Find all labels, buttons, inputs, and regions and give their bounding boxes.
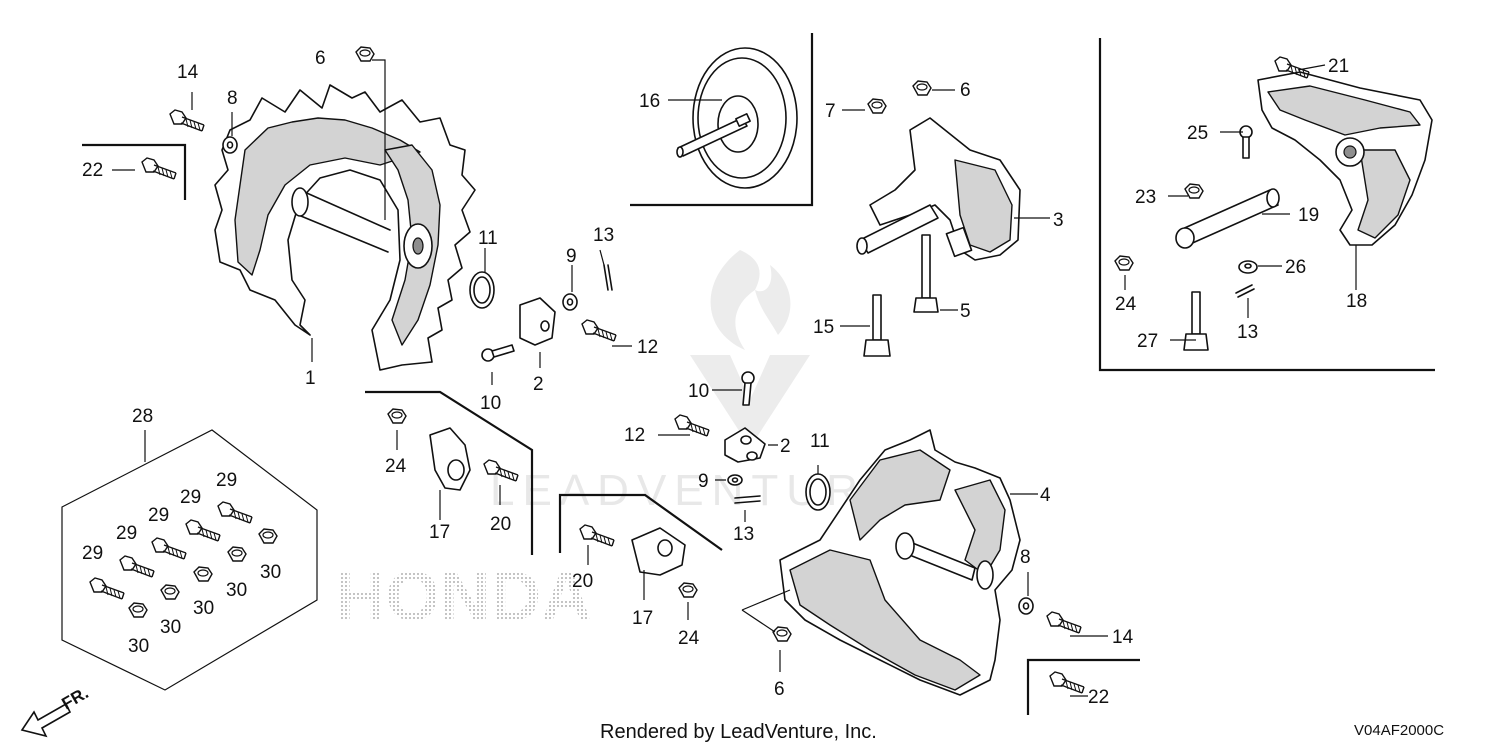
callout-5[interactable]: 5 <box>960 301 971 322</box>
group-frames <box>61 33 1435 715</box>
callout-29-a[interactable]: 29 <box>216 470 237 491</box>
part-ring-upper <box>469 271 495 309</box>
callout-29-b[interactable]: 29 <box>180 487 201 508</box>
callout-8-left[interactable]: 8 <box>227 88 238 109</box>
fastener-vertical-bolts <box>863 234 1209 357</box>
callout-2-right[interactable]: 2 <box>780 436 791 457</box>
callout-29-e[interactable]: 29 <box>82 543 103 564</box>
part-washers <box>222 136 1258 615</box>
watermark-flame-icon <box>710 250 791 350</box>
callout-labels: 1 2 2 3 4 5 6 6 6 7 8 8 9 9 10 10 11 11 … <box>82 48 1367 708</box>
callout-30-c[interactable]: 30 <box>193 598 214 619</box>
callout-8-right[interactable]: 8 <box>1020 547 1031 568</box>
part-clip-right <box>724 427 766 463</box>
part-cover <box>1257 71 1433 246</box>
callout-14-right[interactable]: 14 <box>1112 627 1134 648</box>
callout-17-upper[interactable]: 17 <box>429 522 450 543</box>
part-pin-lower <box>741 371 755 406</box>
callout-15[interactable]: 15 <box>813 317 834 338</box>
callout-14-left[interactable]: 14 <box>177 62 199 83</box>
callout-12-left[interactable]: 12 <box>637 337 658 358</box>
watermark-brand: HONDA <box>335 557 592 635</box>
callout-9-left[interactable]: 9 <box>566 246 577 267</box>
callout-28[interactable]: 28 <box>132 406 153 427</box>
callout-11-right[interactable]: 11 <box>810 431 830 452</box>
callout-16[interactable]: 16 <box>639 91 660 112</box>
part-tine-left <box>214 84 476 371</box>
callout-24-lower[interactable]: 24 <box>678 628 700 649</box>
part-stopper-upper <box>429 427 471 491</box>
callout-22-left[interactable]: 22 <box>82 160 103 181</box>
part-wheel <box>676 47 798 189</box>
callout-24-upper[interactable]: 24 <box>385 456 407 477</box>
part-pin-tube <box>1175 188 1280 249</box>
callout-6-right[interactable]: 6 <box>774 679 785 700</box>
callout-10-left[interactable]: 10 <box>480 393 501 414</box>
callout-4[interactable]: 4 <box>1040 485 1051 506</box>
watermark: LEADVENTURE HONDA <box>335 250 895 635</box>
callout-30-d[interactable]: 30 <box>160 617 181 638</box>
callout-30-a[interactable]: 30 <box>260 562 281 583</box>
callout-10-right[interactable]: 10 <box>688 381 709 402</box>
callout-29-d[interactable]: 29 <box>116 523 137 544</box>
callout-1[interactable]: 1 <box>305 368 316 389</box>
callout-20-lower[interactable]: 20 <box>572 571 593 592</box>
leader-lines <box>112 59 1357 697</box>
callout-13-right[interactable]: 13 <box>733 524 754 545</box>
callout-18[interactable]: 18 <box>1346 291 1367 312</box>
part-clip-left <box>519 297 556 346</box>
callout-23[interactable]: 23 <box>1135 187 1156 208</box>
callout-27[interactable]: 27 <box>1137 331 1158 352</box>
part-cotter-pins <box>603 264 1255 504</box>
callout-13-left[interactable]: 13 <box>593 225 614 246</box>
callout-30-b[interactable]: 30 <box>226 580 247 601</box>
diagram-code: V04AF2000C <box>1354 722 1444 739</box>
part-pin-upper <box>481 344 515 362</box>
callout-2-left[interactable]: 2 <box>533 374 544 395</box>
callout-6-left[interactable]: 6 <box>315 48 326 69</box>
callout-24-cover[interactable]: 24 <box>1115 294 1137 315</box>
direction-arrow-icon <box>20 702 72 738</box>
credit-text: Rendered by LeadVenture, Inc. <box>600 721 877 743</box>
callout-7[interactable]: 7 <box>825 101 836 122</box>
callout-25[interactable]: 25 <box>1187 123 1208 144</box>
callout-22-right[interactable]: 22 <box>1088 687 1109 708</box>
callout-19[interactable]: 19 <box>1298 205 1319 226</box>
callout-26[interactable]: 26 <box>1285 257 1306 278</box>
part-stopper-lower <box>631 527 686 576</box>
callout-20-upper[interactable]: 20 <box>490 514 511 535</box>
callout-3[interactable]: 3 <box>1053 210 1064 231</box>
callout-29-c[interactable]: 29 <box>148 505 169 526</box>
part-ring-lower <box>805 473 831 511</box>
callout-30-e[interactable]: 30 <box>128 636 149 657</box>
callout-17-lower[interactable]: 17 <box>632 608 653 629</box>
watermark-v-icon <box>690 355 810 440</box>
callout-11-left[interactable]: 11 <box>478 228 498 249</box>
callout-13-cover[interactable]: 13 <box>1237 322 1258 343</box>
part-bracket <box>856 117 1021 261</box>
callout-9-right[interactable]: 9 <box>698 471 709 492</box>
part-tine-right <box>779 429 1021 696</box>
callout-6-bracket[interactable]: 6 <box>960 80 971 101</box>
callout-21[interactable]: 21 <box>1328 56 1349 77</box>
part-pin-cover <box>1239 125 1253 159</box>
callout-12-right[interactable]: 12 <box>624 425 645 446</box>
